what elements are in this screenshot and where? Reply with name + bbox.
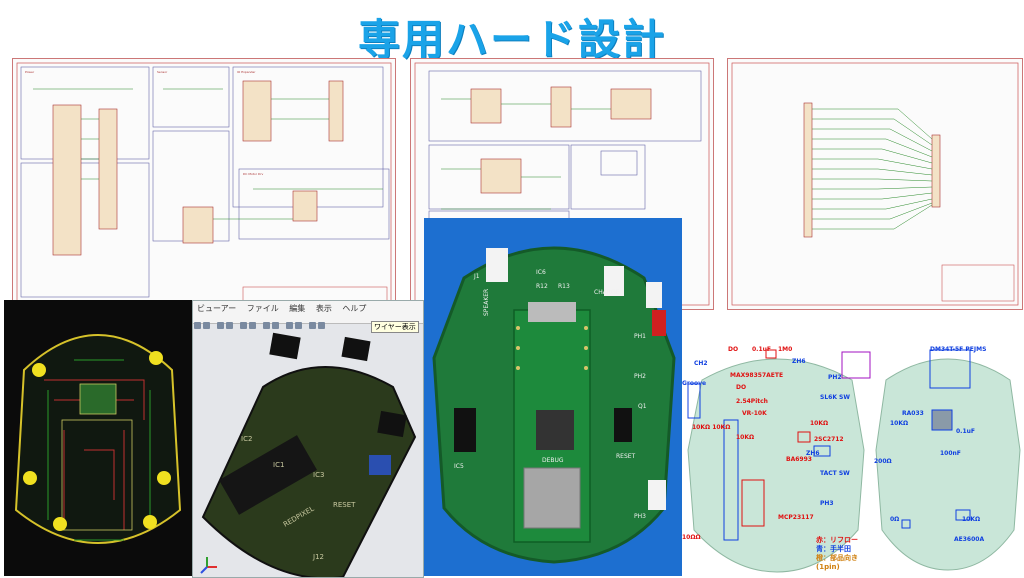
label-back-10k-a: 10KΩ: [890, 420, 909, 427]
legend-reflow: 赤：リフロー: [816, 536, 858, 544]
photo-label-ph2: PH2: [634, 373, 646, 380]
page-title: 専用ハード設計: [357, 15, 666, 64]
photo-label-ic6: IC6: [536, 269, 546, 276]
label-pitch: 2.54Pitch: [736, 398, 768, 405]
svg-text:DC Motor Drv: DC Motor Drv: [243, 172, 264, 176]
label-zh6-b: ZH6: [806, 450, 820, 457]
label-2sc2712: 2SC2712: [814, 436, 844, 443]
label-cap-01uf: 0.1uF: [752, 346, 771, 353]
label-ph3: PH3: [820, 500, 834, 507]
cad-label-j12: J12: [312, 553, 324, 561]
photo-label-ic5: IC5: [454, 463, 464, 470]
label-back-10k-b: 10KΩ: [962, 516, 981, 523]
photo-label-ph3: PH3: [634, 513, 646, 520]
toolbar-ortho-icon[interactable]: [272, 322, 280, 329]
cad-label-ic2: IC2: [241, 435, 252, 443]
schematic-main: Power Sensor IO Expander DC Motor Drv: [12, 58, 396, 306]
wireframe-tooltip: ワイヤー表示: [371, 321, 419, 333]
label-10k-c: 10KΩ: [736, 434, 755, 441]
cad-3d-viewer: ビューアー ファイル 編集 表示 ヘルプ ワイヤー表示 REDPIXEL RES…: [192, 300, 424, 578]
label-tact-sw: TACT SW: [820, 470, 850, 477]
toolbar-zoom-in-icon[interactable]: [217, 322, 225, 329]
pcb-layout-dark-drawing: [14, 334, 182, 544]
photo-label-q1: Q1: [638, 403, 647, 410]
photo-label-r12: R12: [536, 283, 548, 290]
cad-3d-board: REDPIXEL RESET IC3 IC1 IC2 J12: [200, 332, 417, 577]
toolbar-arrow-up-icon[interactable]: [309, 322, 317, 329]
label-ra033: RA033: [902, 410, 924, 417]
cad-window-title: ビューアー: [197, 304, 237, 313]
svg-text:Power: Power: [25, 70, 35, 74]
schematic-main-drawing: Power Sensor IO Expander DC Motor Drv: [16, 62, 392, 302]
assembly-layout-back: DM34T-5F PEJMS RA033 10KΩ 0.1uF 100nF 20…: [872, 340, 1024, 576]
legend-orientation: 橙：部品向き(1pin): [816, 554, 858, 571]
legend-hand-solder: 青：手半田: [816, 545, 851, 553]
cad-toolbar: [193, 315, 423, 329]
label-ba6993: BA6993: [786, 456, 812, 463]
pcb-layout-dark: [4, 300, 192, 576]
photo-label-debug: DEBUG: [542, 457, 564, 464]
cad-label-ic1: IC1: [273, 461, 284, 469]
toolbar-save-icon[interactable]: [203, 322, 210, 329]
label-do-2: DO: [736, 384, 747, 391]
label-100ohm: 10ΩΩ: [682, 534, 701, 541]
label-1m0: 1M0: [778, 346, 793, 353]
assembly-back-board: [875, 349, 1021, 571]
assembly-layout-front: DO 0.1uF 1M0 MAX98357AETE DO 2.54Pitch V…: [682, 340, 872, 576]
svg-text:Sensor: Sensor: [157, 70, 168, 74]
board-photo: SPEAKER CHARGE RESET DEBUG IC6 IC5 R12 R…: [424, 218, 682, 576]
axis-gizmo-icon: [200, 557, 217, 574]
cad-menu-help[interactable]: ヘルプ: [342, 304, 367, 313]
label-back-100nf: 100nF: [940, 450, 961, 457]
schematic-connector-drawing: [731, 62, 1019, 306]
label-ph2: PH2: [828, 374, 842, 381]
board-photo-drawing: SPEAKER CHARGE RESET DEBUG IC6 IC5 R12 R…: [432, 246, 676, 564]
toolbar-arrow-left-icon[interactable]: [286, 322, 294, 329]
toolbar-arrow-down-icon[interactable]: [318, 322, 326, 329]
schematic-sub-drawing: [414, 62, 710, 306]
label-ae3600a: AE3600A: [954, 536, 985, 543]
cad-label-reset: RESET: [333, 501, 356, 509]
label-connector-back: DM34T-5F PEJMS: [930, 346, 987, 353]
toolbar-open-icon[interactable]: [194, 322, 201, 329]
cad-label-ic3: IC3: [313, 471, 324, 479]
assembly-front-board: [687, 349, 871, 573]
cad-menu-edit[interactable]: 編集: [289, 304, 306, 313]
label-back-200ohm: 200Ω: [874, 458, 892, 465]
label-mcp23117: MCP23117: [778, 514, 814, 521]
label-10k-b: 10KΩ 10KΩ: [692, 424, 731, 431]
toolbar-zoom-out-icon[interactable]: [226, 322, 234, 329]
cad-menu-view[interactable]: 表示: [315, 304, 332, 313]
cad-menu-file[interactable]: ファイル: [246, 304, 279, 313]
photo-label-charge: CHARGE: [594, 289, 620, 296]
label-ch2: CH2: [694, 360, 708, 367]
toolbar-grid-icon[interactable]: [263, 322, 271, 329]
legend-box: 赤：リフロー 青：手半田 橙：部品向き(1pin): [816, 536, 872, 572]
toolbar-rotate-icon[interactable]: [240, 322, 248, 329]
label-slide-sw: SL6K SW: [820, 394, 850, 401]
label-back-01uf: 0.1uF: [956, 428, 975, 435]
photo-label-ph1: PH1: [634, 333, 646, 340]
label-max98357: MAX98357AETE: [730, 372, 784, 379]
label-vr10k: VR-10K: [742, 410, 767, 417]
schematic-connector: [727, 58, 1023, 310]
toolbar-arrow-right-icon[interactable]: [295, 322, 303, 329]
label-do-1: DO: [728, 346, 739, 353]
photo-label-r13: R13: [558, 283, 570, 290]
photo-label-speaker: SPEAKER: [483, 289, 490, 316]
svg-text:IO Expander: IO Expander: [237, 70, 256, 74]
label-10k-a: 10KΩ: [810, 420, 829, 427]
cad-menu-bar: ビューアー ファイル 編集 表示 ヘルプ: [193, 301, 423, 324]
label-groove: Groove: [682, 380, 707, 387]
photo-label-j1: J1: [473, 273, 480, 280]
label-back-0ohm: 0Ω: [890, 516, 900, 523]
label-zh6-a: ZH6: [792, 358, 806, 365]
toolbar-refresh-icon[interactable]: [249, 322, 257, 329]
photo-label-reset: RESET: [616, 453, 636, 460]
